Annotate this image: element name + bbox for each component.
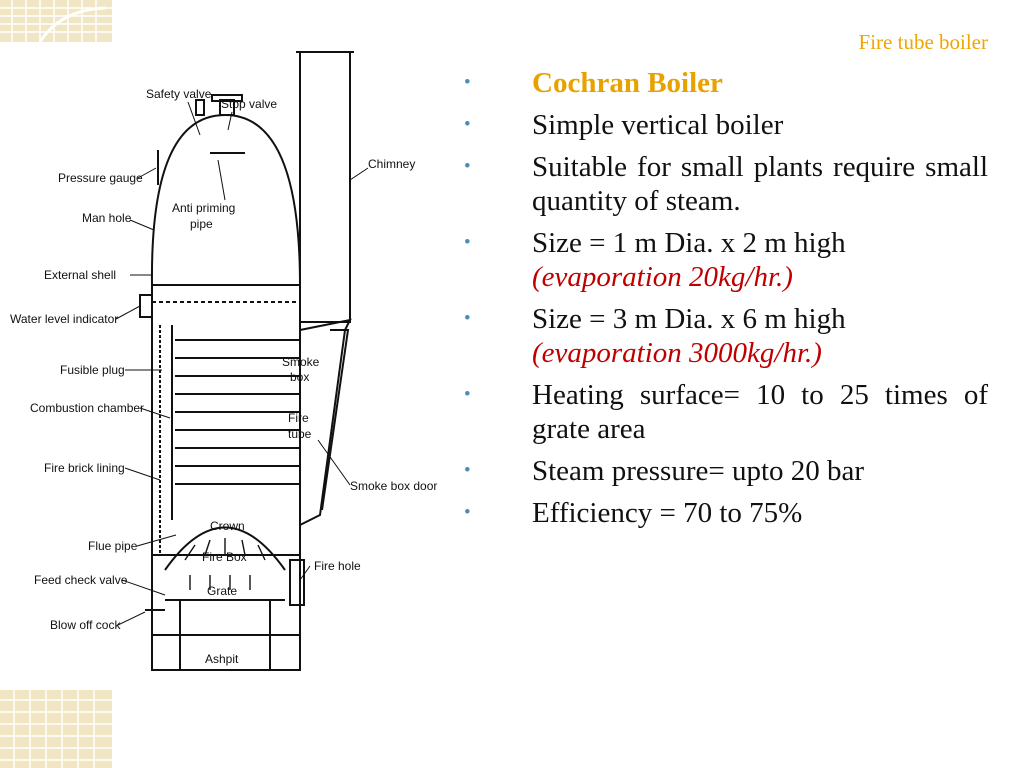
bullet-dot-icon: • (464, 156, 471, 177)
label-fire-tube-2: tube (288, 427, 312, 441)
bullet-dot-icon: • (464, 72, 471, 93)
label-grate: Grate (207, 584, 237, 598)
label-fire-hole: Fire hole (314, 559, 361, 573)
label-chimney: Chimney (368, 157, 415, 171)
label-blow-off-cock: Blow off cock (50, 618, 121, 632)
label-feed-check-valve: Feed check valve (34, 573, 128, 587)
bullet-note: (evaporation 20kg/hr.) (532, 261, 793, 293)
label-smoke-box-2: box (290, 370, 309, 384)
bullet-note: (evaporation 3000kg/hr.) (532, 337, 822, 369)
bullet-text: Size = 3 m Dia. x 6 m high (532, 303, 846, 335)
label-anti-priming: Anti priming (172, 201, 235, 215)
bullet-item: • Steam pressure= upto 20 bar (460, 454, 988, 488)
label-fire-box: Fire Box (202, 550, 247, 564)
bullet-item: • Efficiency = 70 to 75% (460, 496, 988, 530)
corner-decoration-top (0, 0, 112, 42)
slide-title: Fire tube boiler (858, 30, 988, 54)
label-safety-valve: Safety valve (146, 87, 212, 101)
bullet-list: • Cochran Boiler • Simple vertical boiler • S… (460, 66, 988, 538)
bullet-item: • Simple vertical boiler (460, 108, 988, 142)
label-smoke-box: Smoke (282, 355, 320, 369)
bullet-text: Size = 1 m Dia. x 2 m high (532, 227, 846, 259)
bullet-dot-icon: • (464, 460, 471, 481)
label-combustion-chamber: Combustion chamber (30, 401, 144, 415)
label-flue-pipe: Flue pipe (88, 539, 138, 553)
bullet-text: Cochran Boiler (532, 67, 723, 99)
bullet-item: • Heating surface= 10 to 25 times of grat… (460, 378, 988, 446)
cochran-boiler-diagram: Safety valve Stop valve Chimney Pressure… (10, 51, 437, 671)
label-smoke-box-door: Smoke box door (350, 479, 437, 493)
bullet-item: • Size = 3 m Dia. x 6 m high(evaporation … (460, 302, 988, 370)
corner-decoration-bottom (0, 690, 112, 768)
label-fire-tube: Fire (288, 411, 309, 425)
label-pressure-gauge: Pressure gauge (58, 171, 143, 185)
bullet-text: Heating surface= 10 to 25 times of grate… (532, 379, 988, 445)
bullet-dot-icon: • (464, 502, 471, 523)
label-external-shell: External shell (44, 268, 116, 282)
bullet-item: • Cochran Boiler (460, 66, 988, 100)
label-ashpit: Ashpit (205, 652, 239, 666)
label-stop-valve: Stop valve (221, 97, 277, 111)
label-anti-priming-pipe: pipe (190, 217, 213, 231)
label-fire-brick-lining: Fire brick lining (44, 461, 125, 475)
bullet-dot-icon: • (464, 114, 471, 135)
label-man-hole: Man hole (82, 211, 132, 225)
label-fusible-plug: Fusible plug (60, 363, 125, 377)
bullet-text: Suitable for small plants require small … (532, 151, 988, 217)
bullet-text: Efficiency = 70 to 75% (532, 497, 803, 529)
bullet-text: Steam pressure= upto 20 bar (532, 455, 865, 487)
bullet-text: Simple vertical boiler (532, 109, 784, 141)
label-water-level-indicator: Water level indicator (10, 312, 118, 326)
bullet-item: • Size = 1 m Dia. x 2 m high(evaporation … (460, 226, 988, 294)
bullet-dot-icon: • (464, 232, 471, 253)
bullet-item: • Suitable for small plants require small… (460, 150, 988, 218)
label-crown: Crown (210, 519, 245, 533)
bullet-dot-icon: • (464, 308, 471, 329)
bullet-dot-icon: • (464, 384, 471, 405)
